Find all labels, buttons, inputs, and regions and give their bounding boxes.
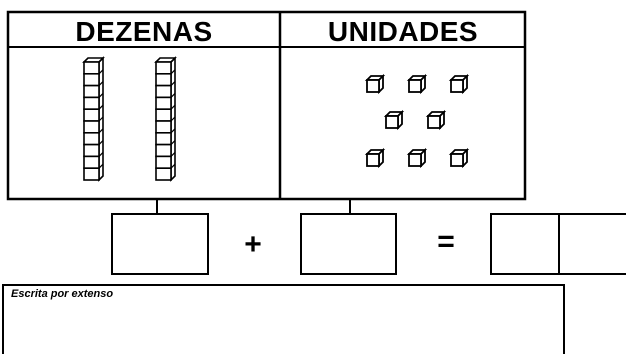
unit-cube [448, 73, 470, 95]
place-value-table: DEZENAS UNIDADES [6, 10, 527, 201]
plus-sign: + [244, 228, 262, 261]
units-answer-box[interactable] [300, 213, 397, 275]
unit-cube [406, 147, 428, 169]
result-tens-box[interactable] [490, 213, 560, 275]
result-units-box[interactable] [558, 213, 626, 275]
unit-cube [364, 147, 386, 169]
unit-cube [406, 73, 428, 95]
units-header: UNIDADES [328, 16, 478, 47]
tens-answer-box[interactable] [111, 213, 209, 275]
written-in-words-section: Escrita por extenso [2, 284, 565, 354]
tens-rod [154, 56, 177, 182]
tens-rods [82, 56, 177, 182]
written-in-words-label: Escrita por extenso [11, 288, 113, 300]
unit-cube [425, 109, 447, 131]
answer-row: + = [111, 213, 626, 275]
unit-cube [364, 73, 386, 95]
units-cubes [364, 73, 470, 169]
written-in-words-box[interactable] [2, 284, 565, 354]
unit-cube [448, 147, 470, 169]
unit-cube [383, 109, 405, 131]
tens-header: DEZENAS [75, 16, 212, 47]
tens-rod [82, 56, 105, 182]
equals-sign: = [437, 225, 455, 258]
